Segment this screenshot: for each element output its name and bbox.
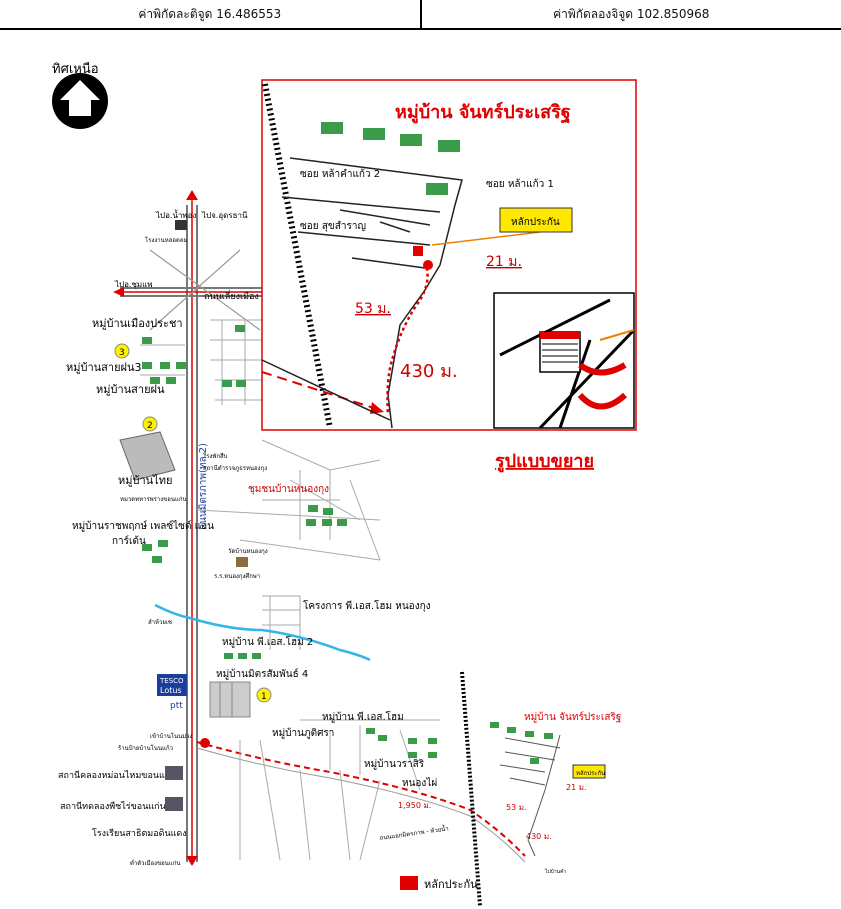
house-icons-ps — [366, 728, 437, 758]
coordinate-header: ค่าพิกัดละติจูด 16.486553 ค่าพิกัดลองจิจ… — [0, 0, 841, 30]
lotus-label: Lotus — [160, 686, 182, 695]
base-note-label: หมวดทหารพรางขอนแก่น — [120, 496, 187, 503]
temple-icon — [236, 557, 248, 567]
marker-2-icon — [142, 416, 158, 432]
house-icons-left — [142, 325, 246, 387]
inset-soi-3-label: ซอย สุขสำราญ — [300, 221, 366, 232]
to-ban-kham-label: ไปบ้านคำ — [544, 868, 566, 875]
ptt-label: ptt — [170, 701, 183, 711]
canal-line — [154, 603, 371, 662]
highway-mittraphap — [186, 190, 198, 866]
village-ps-home-label: หมู่บ้าน พี.เอส.โฮม — [322, 710, 404, 723]
road-mittraphap-label: ถนนมิตรภาพ(ทล.2) — [198, 443, 209, 530]
mini-callout-box — [572, 764, 606, 779]
village-sai-fon-3-label: หมู่บ้านสายฝน3 — [66, 361, 141, 374]
village-mitr-samphan-label: หมู่บ้านมิตรสัมพันธ์ 4 — [216, 668, 308, 680]
inset-21-label: 21 ม. — [486, 254, 522, 270]
inset-callout-box — [499, 207, 573, 233]
side-roads-nongkung — [196, 439, 381, 561]
compass-label: ทิศเหนือ — [52, 61, 99, 77]
legend-label: หลักประกัน — [424, 878, 478, 891]
mini-roads — [499, 734, 561, 857]
school-nk-label: ร.ร.หนองกุงศึกษา — [214, 573, 260, 580]
inset-soi-2-label: ซอย หล้าคำแก้ว 2 — [300, 168, 380, 180]
tesco-lotus-sign: TESCO Lotus — [157, 674, 187, 696]
mini-53-label: 53 ม. — [506, 803, 527, 812]
temple-label: วัดบ้านหนองกุง — [228, 548, 268, 555]
village-rachaphruek-label: หมู่บ้านราชพฤกษ์ เพลซ์ไซด์ แอน — [72, 520, 214, 532]
nong-phai-label: หนองไผ่ — [402, 777, 437, 789]
mini-house-icons — [490, 722, 553, 764]
tesco-label: TESCO — [159, 677, 184, 685]
traffic-light-icon — [200, 738, 210, 748]
marker-3-icon — [114, 343, 130, 359]
house-icons-rach — [142, 540, 168, 563]
side-roads-south — [239, 719, 440, 861]
station-2-icon — [165, 797, 183, 811]
intersection-label: เข้าบ้านโนนม่วง — [150, 732, 193, 740]
legend-swatch — [400, 876, 418, 890]
mini-title-label: หมู่บ้าน จันทร์ประเสริฐ — [524, 711, 621, 723]
railway-inset — [262, 83, 333, 429]
inset-53-label: 53 ม. — [355, 301, 391, 317]
mini-21-label: 21 ม. — [566, 783, 587, 792]
school-note-label: สถานีตำรวจภูธรหนองกุง — [203, 464, 267, 472]
village-kitisara-label: หมู่บ้านภูติศรา — [272, 727, 334, 739]
main-route — [196, 741, 526, 863]
station-1-icon — [165, 766, 183, 780]
longitude-label: ค่าพิกัดลองจิจูด 102.850968 — [553, 6, 710, 21]
house-icons-nongkung — [306, 505, 347, 526]
inset-soi-1-label: ซอย หล้าแก้ว 1 — [486, 178, 554, 190]
police-note-label: โรงพักสืบ — [203, 452, 228, 460]
marker-1-label: 1 — [261, 692, 267, 702]
inset-house-icons — [321, 122, 460, 195]
village-mueang-pracha-label: หมู่บ้านเมืองประชา — [92, 317, 183, 330]
zoom-detail-box — [493, 292, 636, 430]
school-sathit-label: โรงเรียนสาธิตมอดินแดง — [92, 828, 187, 839]
ps-home-roads — [262, 595, 301, 650]
to-chum-phae-label: ไปอ.ชุมแพ — [114, 280, 153, 289]
inset-callout-label: หลักประกัน — [511, 217, 560, 228]
to-nam-phong-label: ไปอ.น้ำพอง — [155, 209, 196, 220]
marker-2-label: 2 — [147, 421, 153, 431]
village-ps-home-2-label: หมู่บ้าน พี.เอส.โฮม 2 — [222, 635, 313, 648]
village-warasiri-label: หมู่บ้านวราสิริ — [364, 758, 425, 770]
to-khon-kaen-label: ต่ำตัวเมืองขอนแก่น — [130, 859, 180, 867]
enlarged-caption-label: รูปแบบขยาย — [495, 451, 594, 473]
mini-callout-label: หลักประกัน — [576, 770, 605, 777]
community-nongkung-label: ชุมชนบ้านหนองกุง — [248, 483, 329, 495]
latitude-label: ค่าพิกัดละติจูด 16.486553 — [0, 0, 422, 28]
mitr-samphan-block — [209, 681, 251, 718]
sign-market-label: ร้านป้ายบ้านโนนแก้ว — [118, 744, 173, 752]
canal-label: ลำห้วยเซ — [148, 619, 172, 626]
village-thai-label: หมู่บ้านไทย — [118, 474, 172, 487]
north-arrow-icon — [52, 73, 108, 129]
to-udon-label: ไปจ.อุดรธานี — [201, 211, 248, 220]
enlarged-inset: หมู่บ้าน จันทร์ประเสริฐ ซอย หล้าแก้ว 1 ซ… — [261, 79, 637, 431]
location-map: ทิศเหนือ ถนนมิตรภาพ(ทล.2) ถนนเลี่ยงเมือง… — [52, 61, 637, 907]
inset-title-label: หมู่บ้าน จันทร์ประเสริฐ — [395, 101, 571, 124]
marker-3-label: 3 — [119, 348, 125, 358]
station-1-label: สถานีคลองหม่อนไหมขอนแก่น — [58, 770, 176, 781]
village-thai-block — [119, 431, 176, 481]
side-roads-north — [140, 319, 262, 405]
factory-icon — [175, 220, 187, 230]
road-bottom-label: ถนนแยกมิตรภาพ - ห้วยน้ำ — [379, 822, 449, 842]
house-icons-ps2 — [224, 653, 261, 659]
dist-1950-label: 1,950 ม. — [398, 801, 431, 810]
village-sai-fon-label: หมู่บ้านสายฝน — [96, 383, 165, 396]
mini-430-label: 430 ม. — [526, 832, 552, 841]
factory-label: โรงงานหลอดลม — [145, 236, 188, 244]
station-2-label: สถานีทดลองพืชไร่ขอนแก่น — [60, 801, 166, 812]
bypass-road-label: ถนนเลี่ยงเมือง — [204, 289, 259, 302]
railway-south — [460, 671, 482, 907]
village-rachaphruek-2-label: การ์เด้น — [112, 535, 146, 547]
marker-1-icon — [256, 687, 272, 703]
inset-430-label: 430 ม. — [400, 361, 458, 382]
bypass-road — [113, 249, 262, 331]
project-ps-home-label: โครงการ พี.เอส.โฮม หนองกุง — [303, 599, 431, 612]
